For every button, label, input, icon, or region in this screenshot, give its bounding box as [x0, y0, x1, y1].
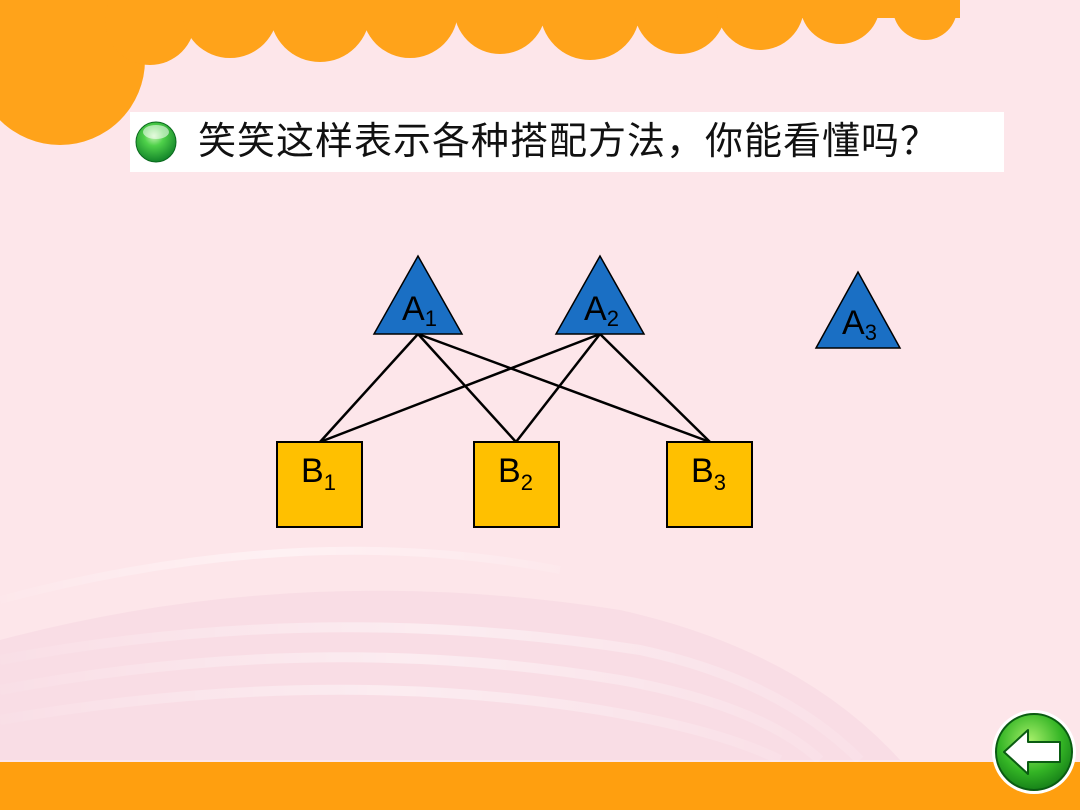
square-B3: B3 [666, 441, 753, 528]
label-letter: A [584, 290, 607, 328]
label-subscript: 2 [521, 470, 533, 495]
label-letter: B [301, 452, 324, 490]
page-title: 笑笑这样表示各种搭配方法，你能看懂吗？ [198, 119, 940, 163]
square-B2: B2 [473, 441, 560, 528]
triangle-label-A2: A2 [584, 290, 619, 331]
label-letter: A [842, 304, 865, 342]
label-letter: B [691, 452, 714, 490]
label-subscript: 3 [865, 320, 877, 345]
square-B1: B1 [276, 441, 363, 528]
square-label-B2: B2 [498, 452, 533, 495]
triangle-A1: A1 [372, 254, 464, 335]
triangle-A2: A2 [554, 254, 646, 335]
triangle-A3: A3 [814, 270, 902, 349]
edge-A2-B3 [599, 333, 711, 443]
label-subscript: 1 [425, 306, 437, 331]
label-subscript: 3 [714, 470, 726, 495]
square-label-B3: B3 [691, 452, 726, 495]
label-letter: A [402, 290, 425, 328]
edge-A2-B1 [319, 332, 601, 444]
edge-A2-B2 [515, 333, 601, 443]
label-subscript: 2 [607, 306, 619, 331]
triangle-label-A3: A3 [842, 304, 877, 345]
edge-A1-B3 [417, 332, 711, 444]
edge-A1-B2 [417, 333, 517, 443]
cloud-decoration [0, 0, 960, 145]
edge-A1-B1 [319, 333, 419, 443]
footer-bar [0, 762, 1080, 810]
title-bar: 笑笑这样表示各种搭配方法，你能看懂吗？ [130, 112, 1004, 172]
triangle-label-A1: A1 [402, 290, 437, 331]
back-arrow-icon[interactable] [988, 706, 1080, 798]
label-subscript: 1 [324, 470, 336, 495]
label-letter: B [498, 452, 521, 490]
green-ball-icon [135, 121, 177, 163]
square-label-B1: B1 [301, 452, 336, 495]
